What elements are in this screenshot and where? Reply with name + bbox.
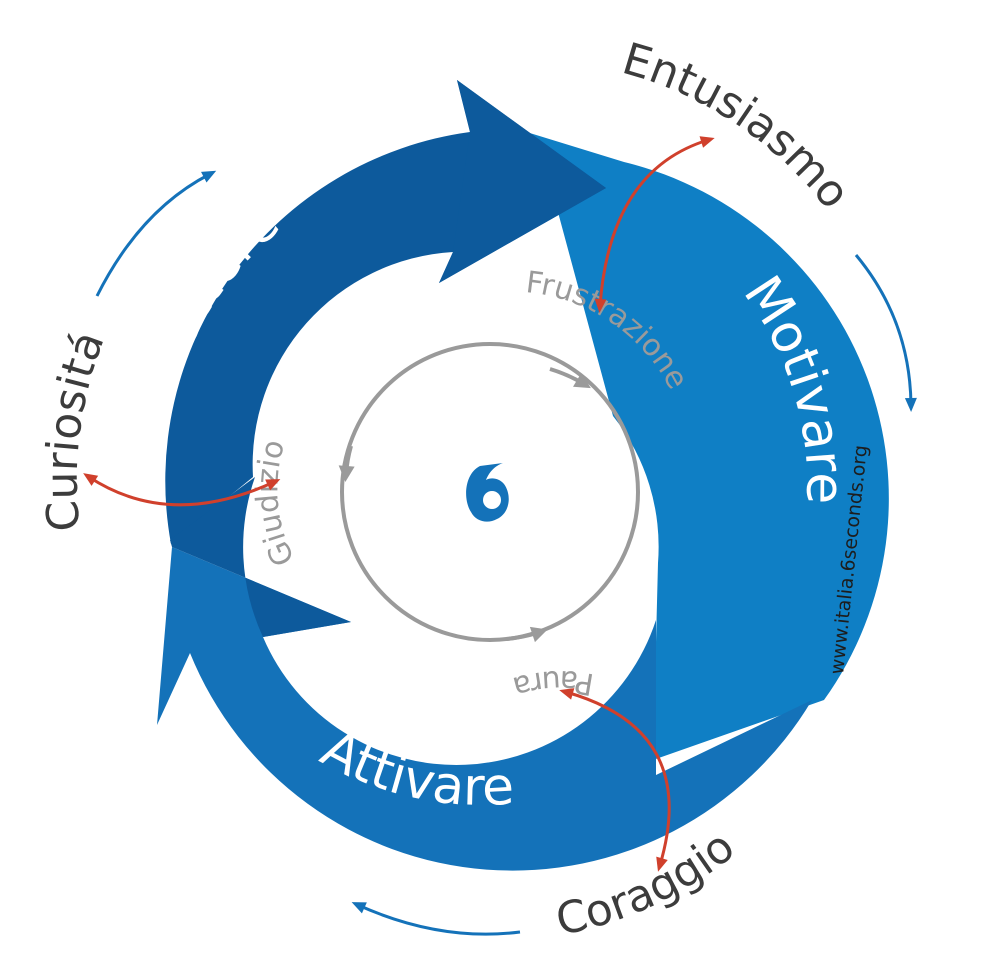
riflettere-arrowhead-overlay (439, 80, 606, 283)
giudizio-label: Giudizio (250, 436, 302, 571)
inner-white-gap (170, 477, 351, 637)
inner-gray-cycle (338, 342, 640, 643)
blue-arrow-right (854, 254, 917, 412)
logo-6seconds (466, 463, 509, 522)
red-arrow-curiosita-giudizio (83, 473, 281, 507)
gray-arrow-left (338, 445, 355, 482)
red-connector-arrows (83, 136, 715, 872)
gray-arrow-bottom (505, 626, 548, 643)
curiosita-label: Curiositá (37, 325, 115, 534)
outer-blue-cycle-arrows (95, 170, 917, 936)
red-arrow-paura-coraggio (559, 688, 671, 872)
red-arrow-entusiasmo-frustrazione (594, 136, 715, 313)
blue-arrow-bottom (351, 902, 521, 936)
blue-arrow-upper-left (95, 170, 217, 297)
gray-arrow-top (549, 367, 591, 389)
